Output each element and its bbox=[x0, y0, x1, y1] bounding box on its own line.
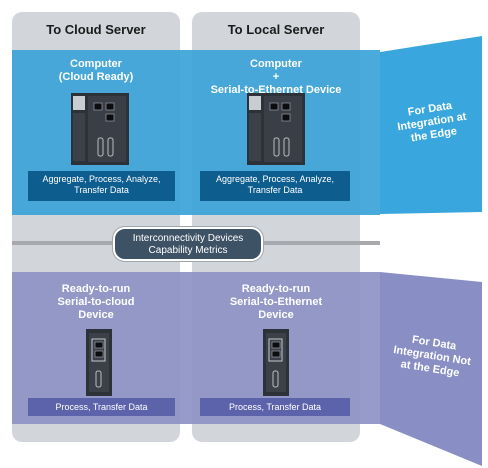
serial-to-ethernet-caption: Process, Transfer Data bbox=[200, 398, 350, 416]
cloud-computer-title: Computer (Cloud Ready) bbox=[58, 58, 134, 83]
local-computer-caption: Aggregate, Process, Analyze, Transfer Da… bbox=[200, 171, 350, 201]
serial-to-cloud-caption: Process, Transfer Data bbox=[28, 398, 175, 416]
cloud-server-title: To Cloud Server bbox=[46, 22, 146, 37]
industrial-computer-icon bbox=[71, 93, 129, 165]
industrial-computer-icon bbox=[247, 93, 305, 165]
serial-device-icon bbox=[86, 329, 112, 396]
serial-to-cloud-title: Ready-to-run Serial-to-cloud Device bbox=[57, 283, 135, 321]
local-computer-title: Computer + Serial-to-Ethernet Device bbox=[210, 58, 342, 96]
local-server-title: To Local Server bbox=[227, 22, 325, 37]
edge-band-arrow bbox=[380, 36, 482, 214]
cloud-computer-caption: Aggregate, Process, Analyze, Transfer Da… bbox=[28, 171, 175, 201]
capability-metrics-pill: Interconnectivity Devices Capability Met… bbox=[113, 227, 263, 261]
non-edge-band-arrow bbox=[380, 272, 482, 466]
serial-to-ethernet-title: Ready-to-run Serial-to-Ethernet Device bbox=[229, 283, 323, 321]
serial-device-icon bbox=[263, 329, 289, 396]
